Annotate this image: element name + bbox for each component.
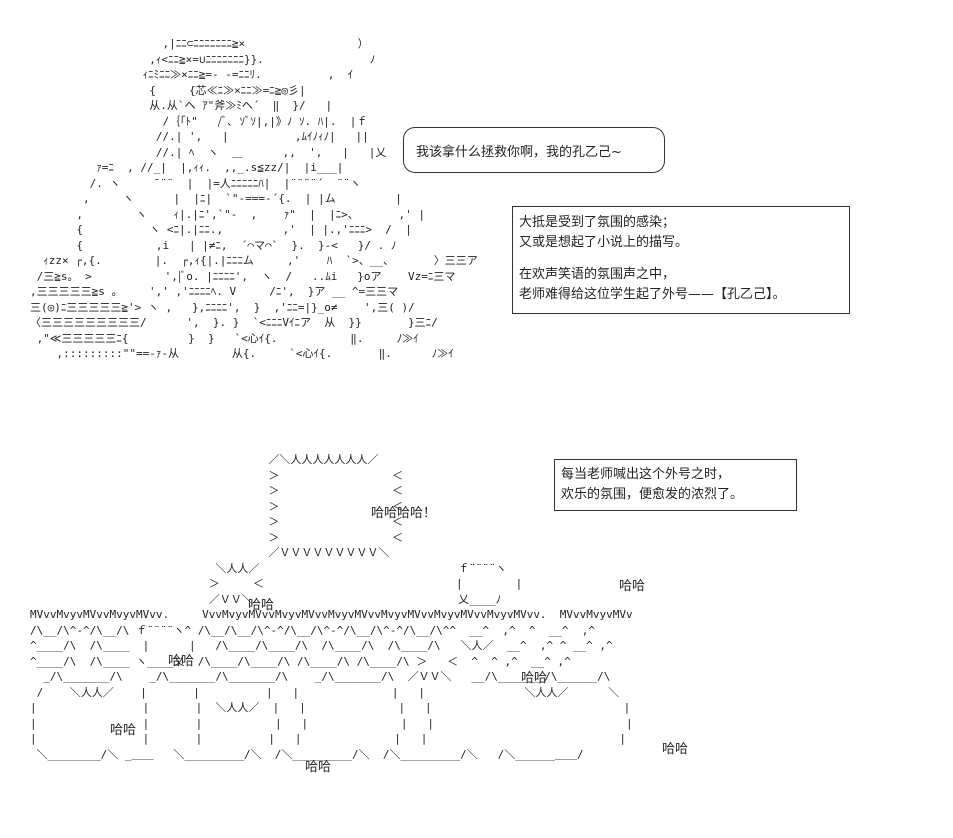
laughter-small-text: 哈哈 xyxy=(619,579,646,594)
narration-box-bottom: 每当老师喊出这个外号之时， 欢乐的氛围，便愈发的浓烈了。 xyxy=(554,459,797,511)
laughter-small-text: 哈哈 xyxy=(168,654,195,669)
narration-box-top: 大抵是受到了氛围的感染； 又或是想起了小说上的描写。 在欢声笑语的氛围声之中， … xyxy=(512,206,850,314)
laughter-small-text: 哈哈 xyxy=(248,598,275,613)
narration-line: 又或是想起了小说上的描写。 xyxy=(519,235,689,250)
narration-line: 每当老师喊出这个外号之时， xyxy=(561,467,731,482)
teacher-speech-bubble: 我该拿什么拯救你啊，我的孔乙己~ xyxy=(403,127,665,173)
laughter-small-text: 哈哈 xyxy=(305,760,332,775)
narration-line: 大抵是受到了氛围的感染； xyxy=(519,215,676,230)
narration-spacer xyxy=(519,253,843,265)
teacher-speech-text: 我该拿什么拯救你啊，我的孔乙己~ xyxy=(416,145,622,160)
ascii-art-teacher-scene: ,|ﾆﾆ⊂ﾆﾆﾆﾆﾆﾆﾆ≧× ） ,ｨ<ﾆﾆ≧×=∪ﾆﾆﾆﾆﾆﾆﾆ}}. ﾉ ｨ… xyxy=(30,37,478,360)
laughter-small-text: 哈哈 xyxy=(521,671,548,686)
narration-line: 欢乐的氛围，便愈发的浓烈了。 xyxy=(561,487,744,502)
ascii-art-laughing-class: ／＼人人人人人人人／ ＞ ＜ ＞ ＜ ＞ ＜ xyxy=(30,453,633,761)
laughter-big-text: 哈哈哈哈！ xyxy=(371,506,437,521)
laughter-small-text: 哈哈 xyxy=(662,742,689,757)
narration-line: 老师难得给这位学生起了外号——【孔乙己】。 xyxy=(519,287,786,302)
laughter-small-text: 哈哈 xyxy=(110,723,137,738)
narration-line: 在欢声笑语的氛围声之中， xyxy=(519,267,676,282)
